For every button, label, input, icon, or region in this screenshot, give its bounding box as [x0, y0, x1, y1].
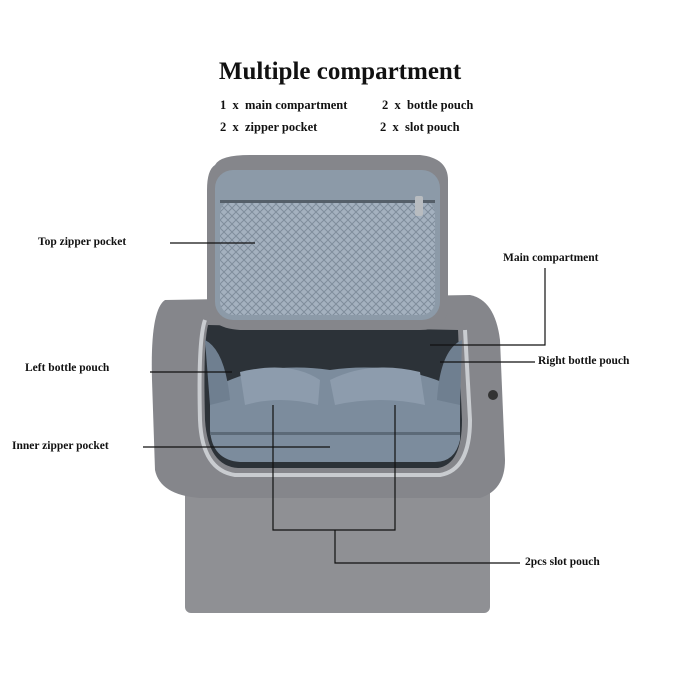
leader-lines [143, 242, 546, 564]
label-slot-pouch: 2pcs slot pouch [525, 556, 600, 568]
label-top-zipper-pocket: Top zipper pocket [38, 236, 127, 248]
label-right-bottle-pouch: Right bottle pouch [538, 355, 630, 367]
label-inner-zipper-pocket: Inner zipper pocket [12, 440, 109, 452]
spec-zipper-pocket: 2 x zipper pocket [220, 120, 318, 134]
spec-bottle-pouch: 2 x bottle pouch [382, 98, 474, 112]
front-panel [185, 470, 490, 613]
label-main-compartment: Main compartment [503, 252, 599, 264]
spec-slot-pouch: 2 x slot pouch [380, 120, 460, 134]
spec-main-compartment: 1 x main compartment [220, 98, 348, 112]
page-title: Multiple compartment [218, 58, 462, 85]
label-left-bottle-pouch: Left bottle pouch [25, 362, 110, 374]
